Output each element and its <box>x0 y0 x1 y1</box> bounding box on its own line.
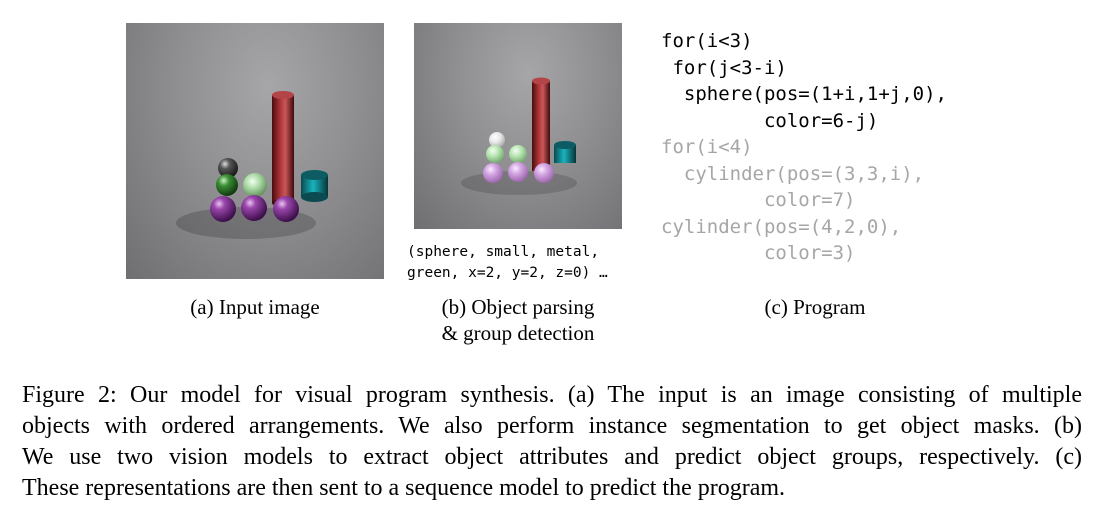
figure-caption-line: objects with ordered arrangements. We al… <box>22 413 1082 439</box>
program-line: for(i<4) <box>661 136 753 158</box>
red-cylinder <box>272 95 294 203</box>
cyan-cylinder <box>301 175 328 197</box>
white-sphere <box>489 132 505 148</box>
gray-sphere <box>218 158 238 178</box>
program-line: cylinder(pos=(4,2,0), <box>661 215 902 238</box>
caption-b-line-1: (b) Object parsing <box>441 295 595 319</box>
purple-sphere <box>534 163 554 183</box>
figure-caption-line: Figure 2: Our model for visual program s… <box>22 382 1082 408</box>
light-green-sphere <box>243 173 267 197</box>
figure-caption-line: We use two vision models to extract obje… <box>22 444 1082 470</box>
parsed-scene <box>461 77 577 195</box>
purple-sphere <box>273 196 299 222</box>
program-line: cylinder(pos=(3,3,i), <box>661 162 925 185</box>
program-line: color=7) <box>661 189 856 211</box>
program-line: color=6-j) <box>661 109 879 132</box>
purple-sphere <box>210 196 236 222</box>
attribute-text-line-1: (sphere, small, metal, <box>407 244 600 260</box>
purple-sphere <box>483 163 503 183</box>
figure-caption: Figure 2: Our model for visual program s… <box>22 380 1082 504</box>
caption-a: (a) Input image <box>190 295 320 319</box>
program-line: color=3) <box>661 242 856 264</box>
figure-caption-line: These representations are then sent to a… <box>22 475 786 501</box>
input-image <box>126 23 384 279</box>
program-line: for(j<3-i) <box>661 56 787 79</box>
program-code: for(i<3) for(j<3-i) sphere(pos=(1+i,1+j,… <box>661 28 947 267</box>
caption-c: (c) Program <box>764 295 866 319</box>
green-sphere <box>216 174 238 196</box>
purple-sphere <box>241 195 267 221</box>
parsed-image <box>414 23 622 229</box>
purple-sphere <box>508 162 528 182</box>
program-line: for(i<3) <box>661 30 753 52</box>
attribute-text-line-2: green, x=2, y=2, z=0) … <box>407 265 608 281</box>
green-sphere <box>509 145 527 163</box>
cyan-cylinder <box>554 145 576 163</box>
input-scene <box>176 91 328 239</box>
red-cylinder <box>532 81 550 171</box>
program-line: sphere(pos=(1+i,1+j,0), <box>661 83 947 105</box>
green-sphere <box>486 145 504 163</box>
caption-b-line-2: & group detection <box>441 321 595 345</box>
